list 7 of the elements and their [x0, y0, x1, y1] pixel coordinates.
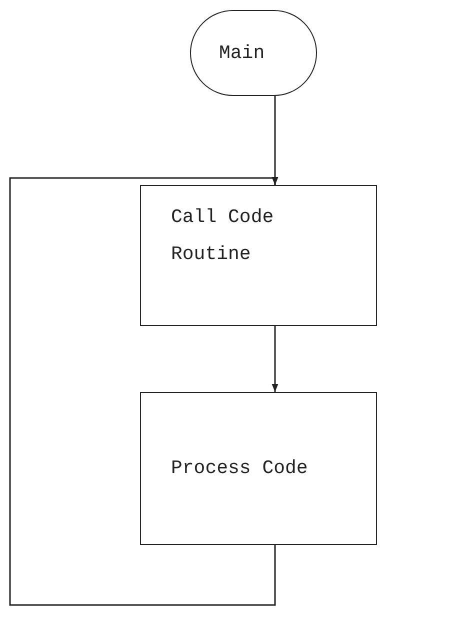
node-label: Call Code Routine: [171, 205, 275, 266]
process-box: [140, 392, 377, 545]
node-label: Process Code: [171, 456, 308, 481]
node-label: Main: [219, 42, 265, 64]
connector-arrow: [9, 177, 278, 606]
process-box: [140, 185, 377, 326]
connector-arrow: [272, 326, 278, 392]
